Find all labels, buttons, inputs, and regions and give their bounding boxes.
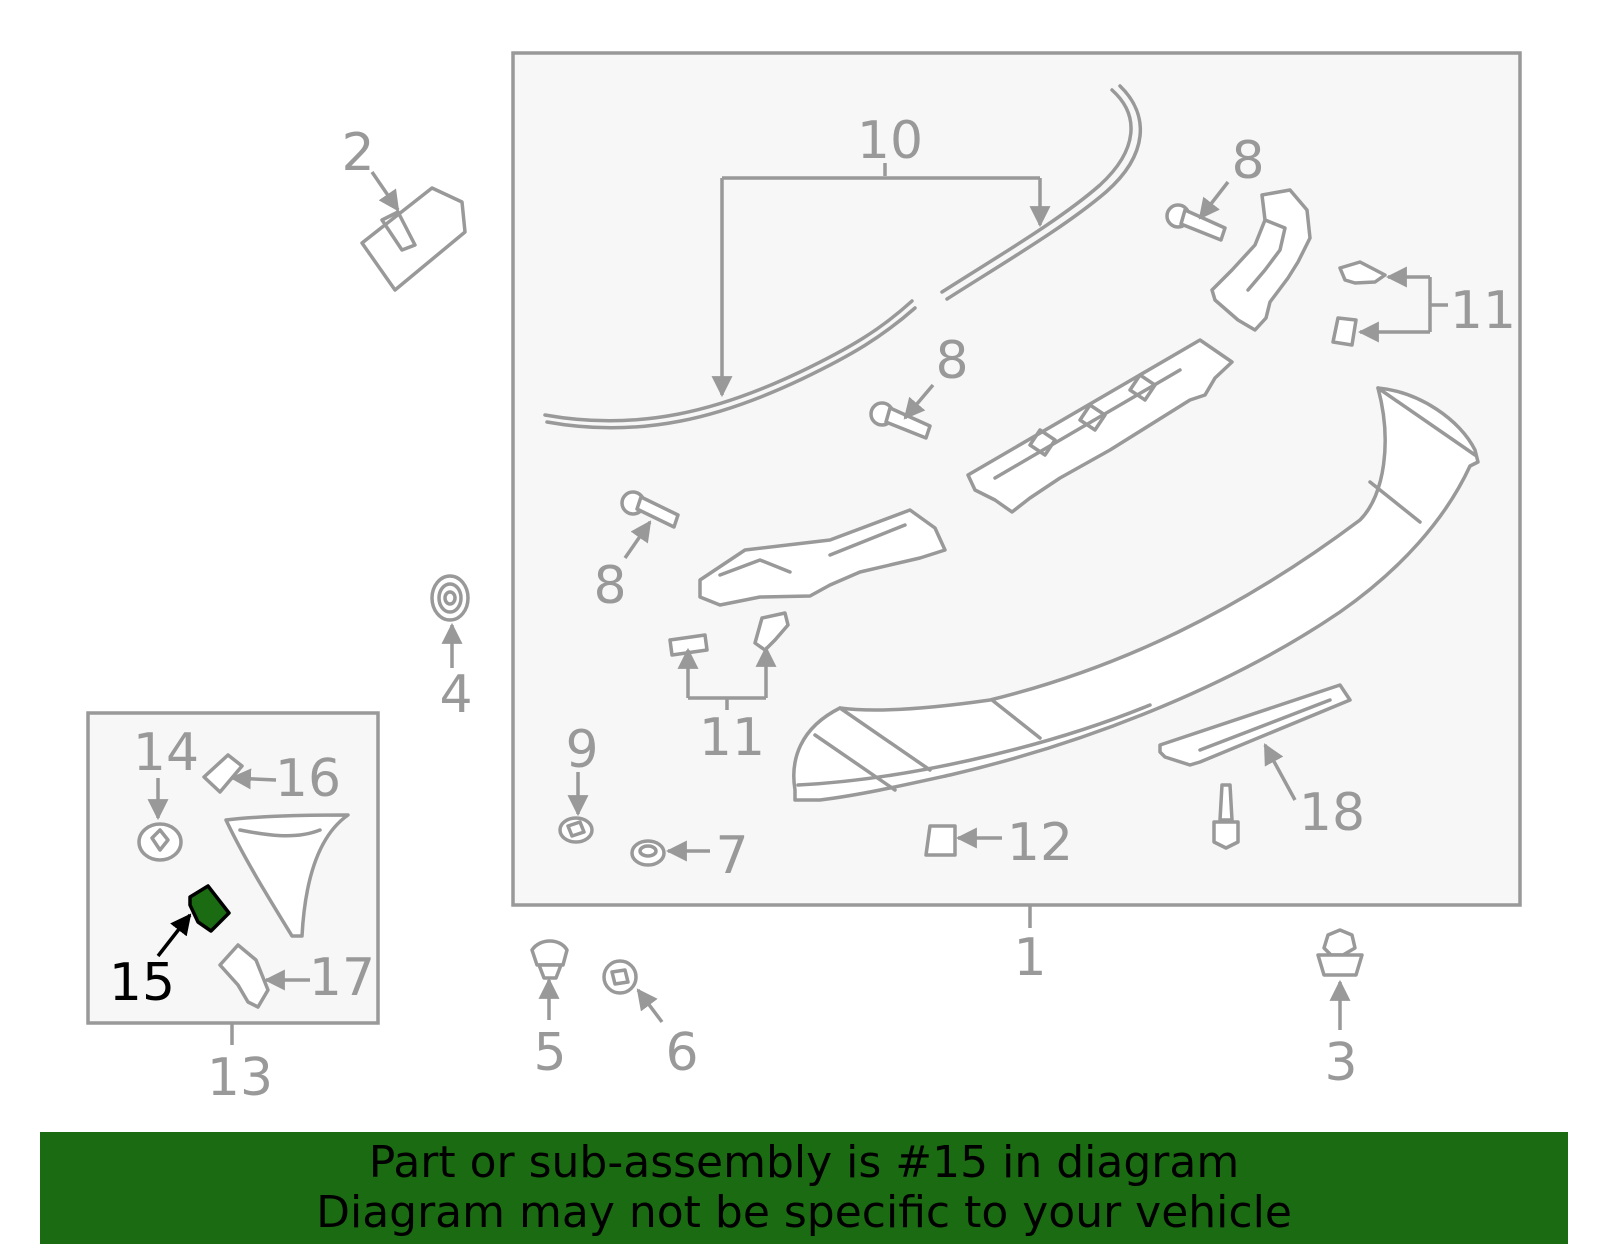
leader-18 — [1263, 743, 1297, 801]
callout-3: 3 — [1324, 1033, 1357, 1093]
leader-2 — [370, 171, 400, 212]
part-6-clip — [602, 959, 638, 995]
leader-8b — [903, 383, 935, 420]
part-2-clip — [360, 186, 467, 292]
banner-line-1: Part or sub-assembly is #15 in diagram — [368, 1137, 1240, 1188]
leader-6 — [636, 988, 664, 1024]
callout-15: 15 — [109, 953, 175, 1013]
callout-17: 17 — [309, 948, 375, 1008]
part-screw-18 — [1212, 783, 1240, 850]
callout-8b: 8 — [935, 331, 968, 391]
leader-11b — [677, 645, 777, 710]
info-banner: Part or sub-assembly is #15 in diagram D… — [40, 1132, 1568, 1244]
part-15-highlighted — [188, 884, 231, 933]
part-bracket-left — [698, 508, 947, 607]
part-18-seal — [1158, 683, 1352, 767]
part-13-trim — [224, 813, 350, 938]
callout-12: 12 — [1007, 813, 1073, 873]
part-1-spoiler-body — [792, 386, 1480, 802]
callout-6: 6 — [665, 1023, 698, 1083]
part-10-weatherstrip — [543, 84, 1143, 430]
part-12-clip — [924, 824, 957, 857]
callout-1: 1 — [1013, 928, 1046, 988]
callout-11a: 11 — [1450, 281, 1516, 341]
leader-15 — [156, 913, 192, 958]
callout-14: 14 — [133, 723, 199, 783]
banner-line-2: Diagram may not be specific to your vehi… — [316, 1187, 1292, 1238]
part-17-clip — [218, 943, 270, 1009]
part-11-clips-right — [1331, 260, 1387, 347]
part-8-bolt-b — [869, 401, 932, 440]
part-16-clip — [202, 753, 244, 794]
callout-9: 9 — [565, 720, 598, 780]
callout-16: 16 — [275, 749, 341, 809]
callout-11b: 11 — [699, 708, 765, 768]
part-3-clip — [1316, 928, 1364, 977]
part-9-clip — [558, 816, 594, 844]
callout-4: 4 — [439, 665, 472, 725]
part-bracket-right — [1210, 188, 1312, 332]
callout-18: 18 — [1299, 783, 1365, 843]
callout-5: 5 — [533, 1023, 566, 1083]
part-14-grommet — [137, 822, 183, 862]
part-bracket-center — [966, 338, 1234, 514]
leader-10 — [711, 163, 1051, 398]
callout-8c: 8 — [593, 556, 626, 616]
leader-16 — [229, 768, 277, 790]
part-8-bolt-c — [620, 490, 680, 529]
part-8-bolt-a — [1165, 203, 1227, 242]
callout-2: 2 — [341, 123, 374, 183]
part-5-clip — [530, 939, 569, 980]
part-7-grommet — [630, 839, 666, 867]
callout-13: 13 — [207, 1048, 273, 1108]
leader-8c — [623, 520, 652, 559]
callout-8a: 8 — [1231, 131, 1264, 191]
leader-8a — [1198, 180, 1230, 220]
callout-7: 7 — [715, 826, 748, 886]
part-4-grommet — [430, 574, 470, 622]
callout-10: 10 — [857, 111, 923, 171]
leader-11a — [1357, 266, 1448, 343]
